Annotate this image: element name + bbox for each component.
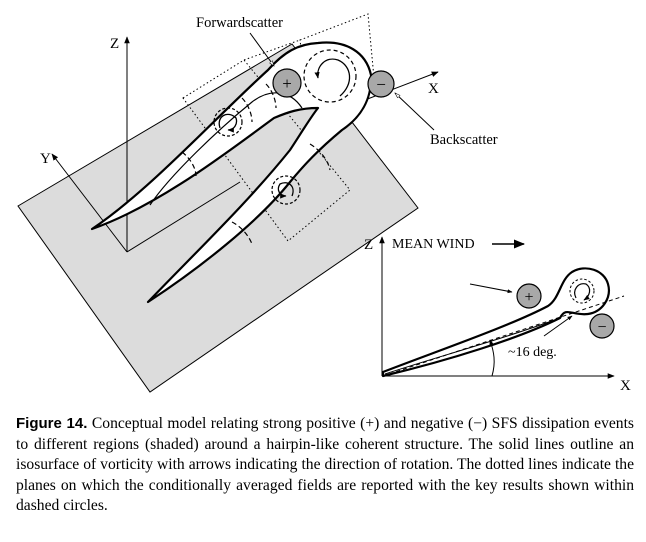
backscatter-pointer: [395, 93, 435, 131]
forwardscatter-label: Forwardscatter: [196, 15, 283, 31]
inset-negative-sign: −: [597, 319, 606, 336]
dashed-section-2: [241, 97, 253, 123]
positive-region: [272, 68, 302, 98]
inset-x-label: X: [620, 378, 631, 394]
angle-label: ~16 deg.: [508, 345, 557, 360]
inset-rotation-arrow: [574, 283, 591, 301]
rotation-arrow-upper-leg: [218, 113, 238, 133]
rotation-arrow-head: [314, 58, 351, 97]
y-axis-label: Y: [40, 151, 51, 167]
inset-z-label: Z: [364, 237, 373, 253]
dashed-result-circle-lower-leg: [271, 175, 301, 205]
figure-caption: Figure 14. Conceptual model relating str…: [16, 414, 634, 517]
z-axis-label: Z: [110, 36, 119, 52]
negative-sign: −: [376, 75, 386, 94]
inset-vortex-outline: [381, 267, 610, 378]
dashed-section-1: [181, 151, 197, 177]
mean-wind-label: MEAN WIND: [392, 237, 475, 252]
positive-sign: +: [282, 74, 292, 93]
rotation-arrow-lower-leg: [277, 182, 294, 199]
inset-vortex-inner: [384, 317, 561, 375]
x-axis-label: X: [428, 81, 439, 97]
inset-dashed-circle: [569, 278, 595, 304]
inset-negative-pointer: [543, 315, 573, 337]
dashed-result-circle-head: [303, 49, 357, 103]
backscatter-label: Backscatter: [430, 132, 498, 148]
inset-positive-sign: +: [524, 289, 533, 306]
inset-side-view: Z X MEAN WIND ~16 deg. + −: [364, 236, 631, 394]
y-axis: [51, 153, 128, 253]
inset-positive-pointer: [469, 283, 513, 294]
vertical-plane-base: [126, 181, 241, 253]
inset-dashed-axis: [382, 295, 625, 377]
forwardscatter-pointer: [249, 32, 274, 66]
hairpin-vortex-diagram: Z Y X + − Forwardscatter Backscatter Z X…: [17, 13, 631, 394]
inset-negative-region: [589, 313, 615, 339]
figure-label: Figure 14.: [16, 415, 88, 432]
negative-region: [367, 70, 395, 98]
dashed-result-circle-upper-leg: [213, 107, 243, 137]
caption-text: Conceptual model relating strong positiv…: [16, 415, 635, 515]
dashed-section-4: [231, 221, 253, 245]
inset-positive-region: [516, 283, 542, 309]
angle-arc: [489, 339, 495, 377]
dashed-section-3: [265, 83, 277, 109]
dashed-section-5: [309, 143, 331, 171]
